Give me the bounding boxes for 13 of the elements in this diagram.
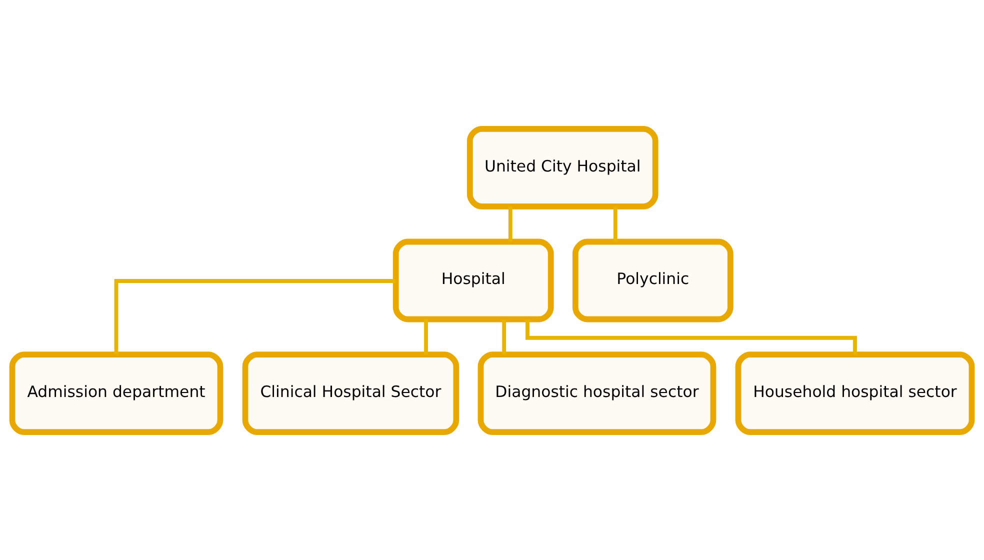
connector <box>424 318 428 354</box>
node-box: Hospital <box>392 238 554 322</box>
connector <box>613 206 618 242</box>
node-box: Diagnostic hospital sector <box>478 351 716 435</box>
node-box: Household hospital sector <box>735 351 975 435</box>
node-box: United City Hospital <box>466 125 658 209</box>
connector <box>114 278 396 354</box>
connector <box>508 206 512 242</box>
node-box: Clinical Hospital Sector <box>242 351 460 435</box>
connector <box>526 318 857 354</box>
connector <box>502 318 506 354</box>
node-box: Admission department <box>9 351 224 435</box>
node-box: Polyclinic <box>572 238 734 322</box>
